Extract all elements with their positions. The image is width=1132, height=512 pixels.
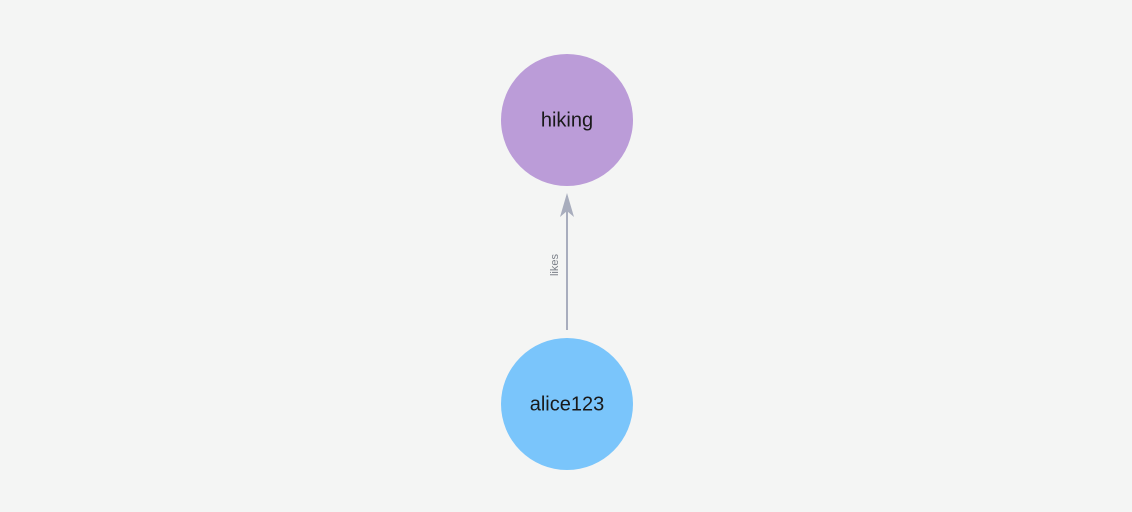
edge-likes[interactable]: likes bbox=[549, 193, 574, 330]
edge-likes-label: likes bbox=[549, 254, 561, 277]
node-alice123[interactable]: alice123 bbox=[501, 338, 633, 470]
node-hiking-circle[interactable] bbox=[501, 54, 633, 186]
node-alice123-label: alice123 bbox=[530, 393, 605, 415]
edge-likes-arrowhead-icon bbox=[560, 193, 574, 217]
node-hiking[interactable]: hiking bbox=[501, 54, 633, 186]
node-alice123-circle[interactable] bbox=[501, 338, 633, 470]
node-hiking-label: hiking bbox=[541, 109, 593, 131]
